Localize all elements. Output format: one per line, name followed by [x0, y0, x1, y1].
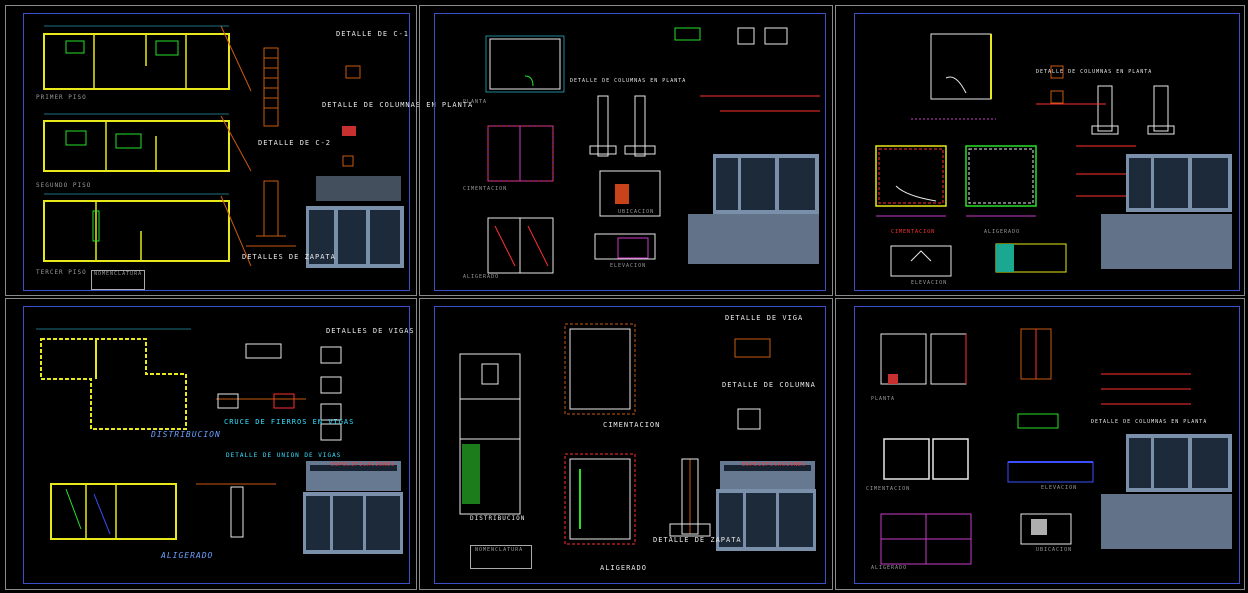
sheet-frame [434, 13, 826, 291]
nomenclature-box [91, 270, 145, 290]
label-detalle-zapata: DETALLE DE ZAPATA [653, 536, 742, 544]
label-especificaciones: ESPECIFICACIONES [331, 462, 396, 468]
label-cruce-fierros: CRUCE DE FIERROS EN VIGAS [224, 418, 355, 426]
label-ubicacion: UBICACION [618, 209, 655, 215]
label-detalle-columnas: DETALLE DE COLUMNAS EN PLANTA [322, 101, 474, 109]
label-elevacion: ELEVACION [610, 263, 647, 269]
label-planta: PLANTA [463, 99, 488, 105]
drawing-sheet-2: DETALLE DE COLUMNAS EN PLANTA PLANTA CIM… [419, 5, 833, 296]
drawing-sheet-1: DETALLE DE C-1 DETALLE DE COLUMNAS EN PL… [5, 5, 472, 296]
label-ubicacion: UBICACION [1036, 547, 1073, 553]
floor-plans-drawing [43, 25, 401, 267]
label-planta: PLANTA [871, 396, 896, 402]
plans-elevation-drawing [880, 328, 1191, 565]
label-detalle-columnas: DETALLE DE COLUMNAS EN PLANTA [1036, 69, 1153, 75]
label-distribucion: DISTRIBUCION [151, 430, 221, 439]
schedule-table [1126, 434, 1232, 492]
sheet-frame [434, 306, 826, 584]
label-detalles-zapata: DETALLES DE ZAPATA [242, 253, 336, 261]
title-block [1101, 494, 1232, 549]
foundation-plans-drawing [875, 33, 1175, 277]
sheet-frame [23, 13, 410, 291]
drawing-sheet-3: DETALLE DE COLUMNAS EN PLANTA CIMENTACIO… [835, 5, 1245, 296]
label-detalle-columna: DETALLE DE COLUMNA [722, 381, 816, 389]
schedule-table [303, 492, 403, 554]
label-especificaciones: ESPECIFICACIONES [742, 462, 807, 468]
label-aligerado: ALIGERADO [463, 274, 500, 280]
label-elevacion: ELEVACION [911, 280, 948, 286]
label-nomenclatura: NOMENCLATURA [475, 547, 524, 553]
schedule-table [713, 154, 819, 214]
label-detalle-columnas: DETALLE DE COLUMNAS EN PLANTA [570, 78, 687, 84]
title-block [1101, 214, 1232, 269]
title-block [688, 214, 819, 264]
label-detalle-viga: DETALLE DE VIGA [725, 314, 804, 322]
label-detalle-columnas: DETALLE DE COLUMNAS EN PLANTA [1091, 419, 1208, 425]
label-aligerado: ALIGERADO [161, 551, 214, 560]
label-detalle-c1: DETALLE DE C-1 [336, 30, 410, 38]
drawing-sheet-4: DETALLES DE VIGAS DISTRIBUCION CRUCE DE … [5, 298, 417, 590]
schedule-table [1126, 154, 1232, 212]
label-distribucion: DISTRIBUCION [470, 515, 526, 522]
specifications-table [306, 461, 401, 491]
label-cimentacion: CIMENTACION [603, 421, 661, 429]
label-cimentacion: CIMENTACION [866, 486, 911, 492]
drawing-sheet-5: DETALLE DE VIGA DETALLE DE COLUMNA CIMEN… [419, 298, 833, 590]
schedule-table [716, 489, 816, 551]
sheet-frame [854, 306, 1240, 584]
beam-details-drawing [36, 328, 342, 540]
label-aligerado: ALIGERADO [600, 564, 647, 572]
sheet-frame [854, 13, 1240, 291]
label-cimentacion: CIMENTACION [891, 229, 936, 235]
label-tercer-piso: TERCER PISO [36, 269, 87, 276]
label-aligerado: ALIGERADO [984, 229, 1021, 235]
specifications-table [720, 461, 815, 489]
structural-plans-drawing [485, 27, 820, 274]
schedule-table [306, 206, 404, 268]
label-detalle-c2: DETALLE DE C-2 [258, 139, 332, 147]
column-details-drawing [459, 323, 771, 545]
label-union-vigas: DETALLE DE UNION DE VIGAS [226, 452, 342, 459]
label-segundo-piso: SEGUNDO PISO [36, 182, 92, 189]
label-cimentacion: CIMENTACION [463, 186, 508, 192]
drawing-sheet-6: DETALLE DE COLUMNAS EN PLANTA PLANTA CIM… [835, 298, 1245, 590]
sheet-frame [23, 306, 410, 584]
nomenclature-box [470, 545, 532, 569]
label-nomenclatura: NOMENCLATURA [94, 271, 143, 277]
label-aligerado: ALIGERADO [871, 565, 908, 571]
label-primer-piso: PRIMER PISO [36, 94, 87, 101]
label-detalles-vigas: DETALLES DE VIGAS [326, 327, 415, 335]
label-elevacion: ELEVACION [1041, 485, 1078, 491]
